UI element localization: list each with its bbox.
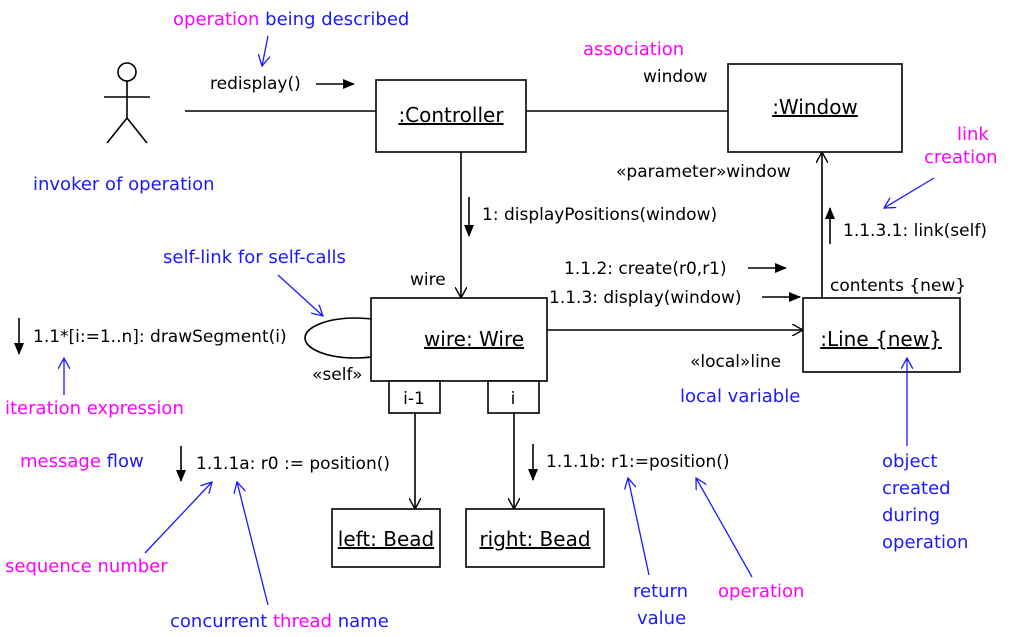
role-window: window	[643, 67, 708, 87]
annotation-object-created-4: operation	[882, 532, 968, 553]
annotation-object-created-3: during	[882, 505, 940, 526]
controller-box	[375, 79, 527, 153]
annotation-pointer-operation	[262, 35, 268, 66]
annotation-pointer-operation-b	[696, 478, 753, 578]
window-box	[727, 63, 903, 153]
msg-position-b: 1.1.1b: r1:=position()	[546, 452, 730, 472]
role-wire: wire	[410, 270, 446, 290]
line-name: :Line {new}	[820, 327, 942, 351]
annotation-link-creation-1: link	[957, 124, 989, 145]
annotation-message-flow: message flow	[20, 451, 144, 472]
msg-display: 1.1.3: display(window)	[549, 288, 742, 308]
window-name: :Window	[772, 95, 858, 119]
links	[185, 110, 822, 509]
annotation-operation: operation	[718, 581, 804, 602]
annotation-link-creation-2: creation	[924, 147, 998, 168]
annotation-pointer-self-link	[277, 274, 323, 316]
right-bead-box	[465, 508, 605, 568]
role-local-line: «local»line	[690, 352, 781, 372]
annotation-pointer-link-creation	[884, 177, 935, 208]
msg-redisplay: redisplay()	[210, 74, 301, 94]
msg-display-positions: 1: displayPositions(window)	[482, 205, 717, 225]
annotation-return-value-1: return	[633, 581, 688, 602]
annotation-invoker: invoker of operation	[33, 174, 215, 195]
annotation-object-created-1: object	[882, 451, 937, 472]
annotation-object-created-2: created	[882, 478, 951, 499]
annotation-self-link: self-link for self-calls	[163, 247, 346, 268]
wire-name: wire: Wire	[424, 327, 524, 351]
role-self: «self»	[312, 365, 363, 385]
right-bead-name: right: Bead	[479, 527, 590, 551]
annotation-local-variable: local variable	[680, 386, 800, 407]
annotation-concurrent-thread: concurrent thread name	[170, 611, 389, 632]
controller-name: :Controller	[398, 103, 504, 127]
annotation-pointer-return-value	[628, 478, 650, 576]
annotation-pointer-concurrent-thread	[237, 482, 269, 606]
annotation-pointer-sequence-number	[144, 482, 212, 554]
left-bead-box	[331, 508, 441, 568]
actor-stick-figure-icon	[104, 62, 150, 144]
qualifier-box-left	[388, 380, 441, 414]
role-parameter-window: «parameter»window	[616, 162, 791, 182]
qualifier-left-label: i-1	[403, 389, 425, 409]
annotation-sequence-number: sequence number	[5, 556, 168, 577]
msg-draw-segment: 1.1*[i:=1..n]: drawSegment(i)	[33, 327, 287, 347]
qualifier-box-right	[487, 380, 540, 414]
line-box	[802, 297, 961, 373]
msg-position-a: 1.1.1a: r0 := position()	[196, 454, 390, 474]
annotation-operation-being-described: operation being described	[173, 9, 409, 30]
annotation-association: association	[583, 39, 684, 60]
qualifier-right-label: i	[511, 389, 516, 409]
wire-box	[370, 297, 548, 382]
msg-link: 1.1.3.1: link(self)	[843, 221, 987, 241]
msg-create: 1.1.2: create(r0,r1)	[564, 259, 727, 279]
annotation-iteration: iteration expression	[5, 398, 184, 419]
left-bead-name: left: Bead	[338, 527, 434, 551]
annotation-return-value-2: value	[637, 608, 686, 629]
role-contents-new: contents {new}	[830, 276, 966, 296]
